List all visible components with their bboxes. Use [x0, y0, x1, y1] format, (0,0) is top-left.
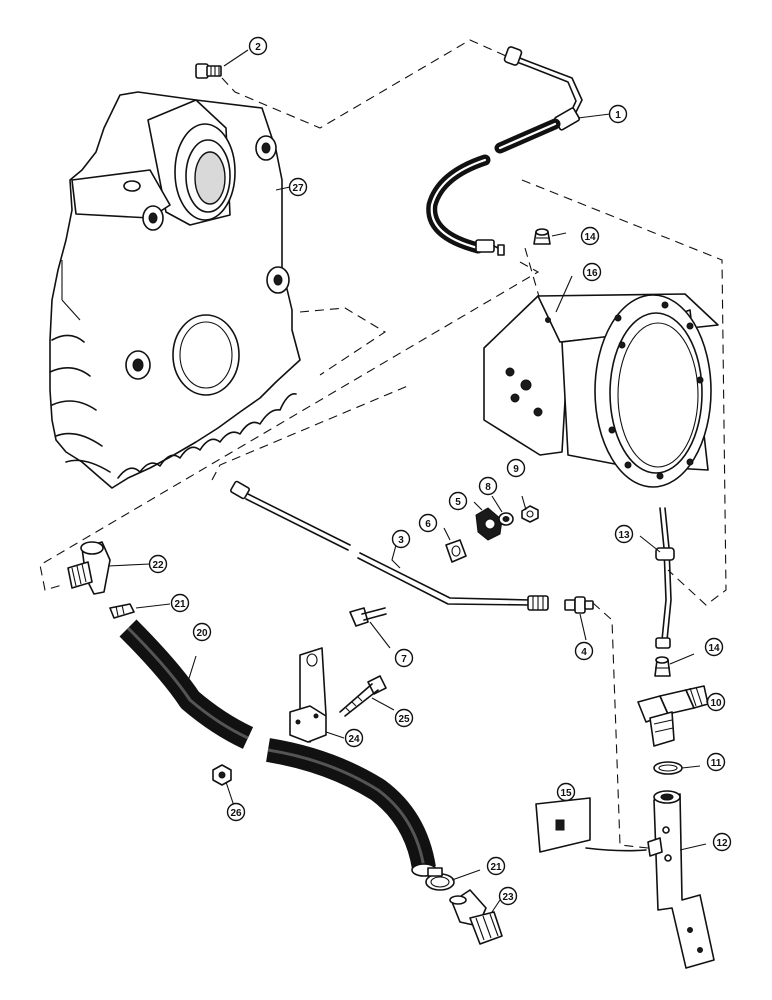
hose-elbow-lower: [449, 889, 503, 945]
callout-24-label: 24: [348, 734, 360, 745]
callout-27-label: 27: [292, 183, 304, 194]
mounting-bracket: [289, 647, 327, 743]
callout-3: 3: [391, 529, 411, 549]
callout-21-upper: 21: [170, 593, 190, 613]
callout-5: 5: [448, 491, 468, 511]
gear-case-cover: [49, 91, 301, 489]
callout-24: 24: [344, 728, 364, 748]
callout-27: 27: [288, 177, 308, 197]
callout-26-label: 26: [230, 808, 242, 819]
tee-fitting: [637, 685, 709, 747]
union-fitting: [564, 596, 594, 614]
callout-21-upper-label: 21: [174, 599, 186, 610]
callout-20: 20: [192, 622, 212, 642]
callout-10: 10: [706, 692, 726, 712]
pump-housing: [483, 293, 719, 488]
callout-3-label: 3: [398, 535, 404, 546]
callout-22-label: 22: [152, 560, 164, 571]
leader-lines: [107, 49, 719, 913]
callout-7: 7: [394, 648, 414, 668]
hex-nut: [212, 764, 232, 786]
callout-22: 22: [148, 554, 168, 574]
callout-13: 13: [614, 524, 634, 544]
decal-tag: [535, 797, 647, 853]
callout-25-label: 25: [398, 714, 410, 725]
callout-7-label: 7: [401, 654, 407, 665]
callout-2-label: 2: [255, 42, 261, 53]
callout-11: 11: [706, 752, 726, 772]
callout-26: 26: [226, 802, 246, 822]
callout-6: 6: [418, 513, 438, 533]
long-cap-screw: [339, 675, 387, 717]
callout-5-label: 5: [455, 497, 461, 508]
callout-9: 9: [506, 458, 526, 478]
elbow-fitting: [195, 63, 222, 79]
rubber-grommet: [445, 539, 467, 563]
callout-1-label: 1: [615, 110, 621, 121]
callout-13-label: 13: [618, 530, 630, 541]
adapter-fitting-lower: [654, 656, 671, 677]
dipstick-tube: [647, 790, 715, 969]
callout-4-label: 4: [581, 647, 587, 658]
callout-16: 16: [582, 262, 602, 282]
callout-20-label: 20: [196, 628, 208, 639]
oil-cooler-hose: [119, 619, 437, 877]
pipe-clip: [475, 507, 503, 541]
callout-10-label: 10: [710, 698, 722, 709]
small-tube: [655, 507, 675, 649]
o-ring: [653, 761, 683, 775]
callout-14-upper: 14: [580, 226, 600, 246]
callout-25: 25: [394, 708, 414, 728]
dashed-routing-lines: [39, 39, 727, 849]
callout-15-label: 15: [560, 788, 572, 799]
callout-11-label: 11: [711, 758, 722, 769]
callout-6-label: 6: [425, 519, 431, 530]
callout-21-lower: 21: [486, 856, 506, 876]
callout-12: 12: [712, 832, 732, 852]
hydraulic-hose-assembly: [426, 46, 583, 256]
callout-8-label: 8: [485, 482, 491, 493]
callout-12-label: 12: [716, 838, 728, 849]
steel-pipe: [230, 480, 549, 611]
callout-16-label: 16: [586, 268, 598, 279]
hex-nut-small: [521, 505, 539, 523]
hose-elbow-upper: [67, 541, 111, 595]
callout-1: 1: [608, 104, 628, 124]
callout-14-lower-label: 14: [708, 643, 720, 654]
callout-9-label: 9: [513, 464, 519, 475]
callout-4: 4: [574, 641, 594, 661]
hose-clamp-upper: [109, 603, 135, 619]
callout-23-label: 23: [502, 892, 514, 903]
adapter-fitting-upper: [533, 228, 551, 245]
callout-15: 15: [556, 782, 576, 802]
callout-2: 2: [248, 36, 268, 56]
callout-14-upper-label: 14: [584, 232, 596, 243]
hose-clamp-lower: [425, 867, 455, 891]
callout-8: 8: [478, 476, 498, 496]
callout-14-lower: 14: [704, 637, 724, 657]
callout-23: 23: [498, 886, 518, 906]
callout-21-lower-label: 21: [490, 862, 502, 873]
cap-screw: [349, 607, 387, 627]
lock-washer: [498, 512, 514, 526]
